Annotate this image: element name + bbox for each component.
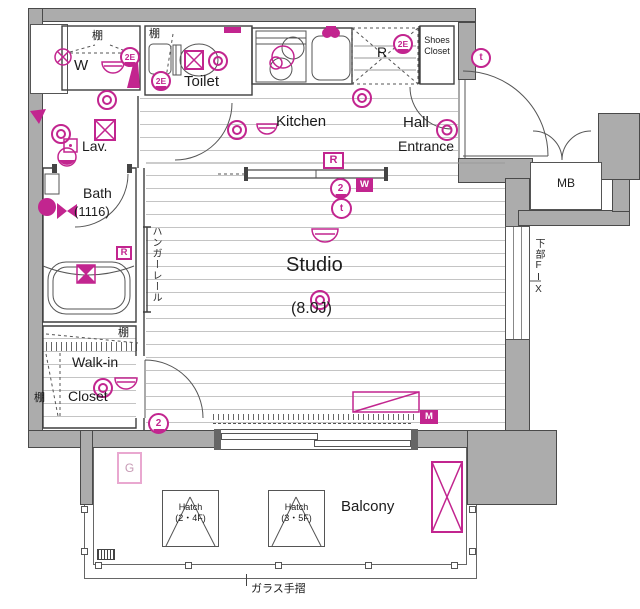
towel-bar-icon [224,27,241,33]
room-label-bath: Bath [83,185,112,201]
badge-t-studio: t [331,198,352,219]
badge-2-wic: 2 [148,413,169,434]
rail-post [275,562,282,569]
dashed-guides [45,27,419,417]
room-label-w: W [74,57,89,74]
shelf-label-w: 棚 [92,30,103,42]
wall-far-right-block [598,113,640,180]
rail-post [81,548,88,555]
glass-rail-leader [246,574,247,586]
hanger-rail [143,226,151,313]
room-label-kitchen: Kitchen [276,113,327,130]
studio-floor [146,163,505,430]
lower-fix-label: 下部FIX [533,238,544,296]
room-label-studio: Studio [286,254,343,276]
outlet-icons [51,51,458,398]
fix-window [505,226,530,340]
hatch-box-2 [268,490,325,547]
wic-label-2: Closet [68,388,108,404]
window-panel-right [314,440,411,447]
window-cap-right [411,429,418,450]
badge-m-balcony: M [420,410,438,424]
badge-2e-toilet: 2E [151,71,171,91]
shoes-closet-label-2: Closet [424,46,450,56]
window-cap-left [214,429,221,450]
hatch-box-1 [162,490,219,547]
meter-box-label: MB [557,176,575,190]
badge-2e-kitchen: 2E [393,34,413,54]
hatch-triangles [165,496,322,547]
wall-balcony-left [80,430,93,505]
curtain-rail-dashline [213,423,411,425]
vent-box-icons [76,50,204,284]
hatch2-label-2: (3・5F) [281,513,312,523]
balcony-drain-grille [97,549,115,560]
door-arcs [74,70,592,419]
window-panel-left [221,433,318,440]
hatch2-label-1: Hatch [284,502,309,512]
hatch1-label-1: Hatch [178,502,203,512]
shelf-label-wic-top: 棚 [118,327,129,339]
wic-shelf-hatch [46,342,138,351]
hanger-rail-label: ハンガーレール [150,226,161,303]
rail-post [469,506,476,513]
exhaust-fan-icon [54,48,72,66]
curtain-box-icon [352,391,420,413]
balcony-rail-outer [84,448,477,579]
rail-post [451,562,458,569]
studio-size-label: (8.0J) [291,300,332,317]
room-label-hall: Hall [403,114,429,131]
rail-post [185,562,192,569]
room-label-lav: Lav. [82,138,108,154]
fridge-space-label: R [377,44,388,60]
hatch1-label-2: (2・4F) [175,513,206,523]
wall-light-icons [114,123,339,390]
bath-size-label: (1116) [74,204,110,219]
room-label-entrance: Entrance [398,138,455,154]
badge-r-studio: R [323,152,344,169]
room-label-toilet: Toilet [184,73,220,90]
room-label-balcony: Balcony [341,498,395,515]
rail-post [469,548,476,555]
washer-basin-icon [101,61,125,74]
faucet-icons [30,26,340,219]
badge-2e-wroom: 2E [120,47,140,67]
badge-w-studio: W [356,178,373,192]
wall-corner-block [467,430,557,505]
wall-under-mb [518,210,630,226]
meter-box [530,162,602,210]
rail-post [81,506,88,513]
badge-t-entrance: t [471,48,491,68]
badge-g-balcony: G [117,452,142,484]
wic-label-1: Walk-in [72,354,119,370]
hall-floor [140,86,458,162]
shelf-label-toilet: 棚 [149,28,160,40]
rail-post [95,562,102,569]
glass-rail-label: ガラス手摺 [251,583,306,595]
rail-post [365,562,372,569]
badge-2-studio: 2 [330,178,351,199]
badge-r-bath: R [116,246,132,260]
balcony-x-marker [431,461,463,533]
shelf-label-wic-bottom: 棚 [34,392,45,404]
hanging-bar [244,167,388,181]
kitchen-counter [255,30,416,83]
shoes-closet-label-1: Shoes [424,35,450,45]
curtain-rail-hatch [213,414,415,420]
